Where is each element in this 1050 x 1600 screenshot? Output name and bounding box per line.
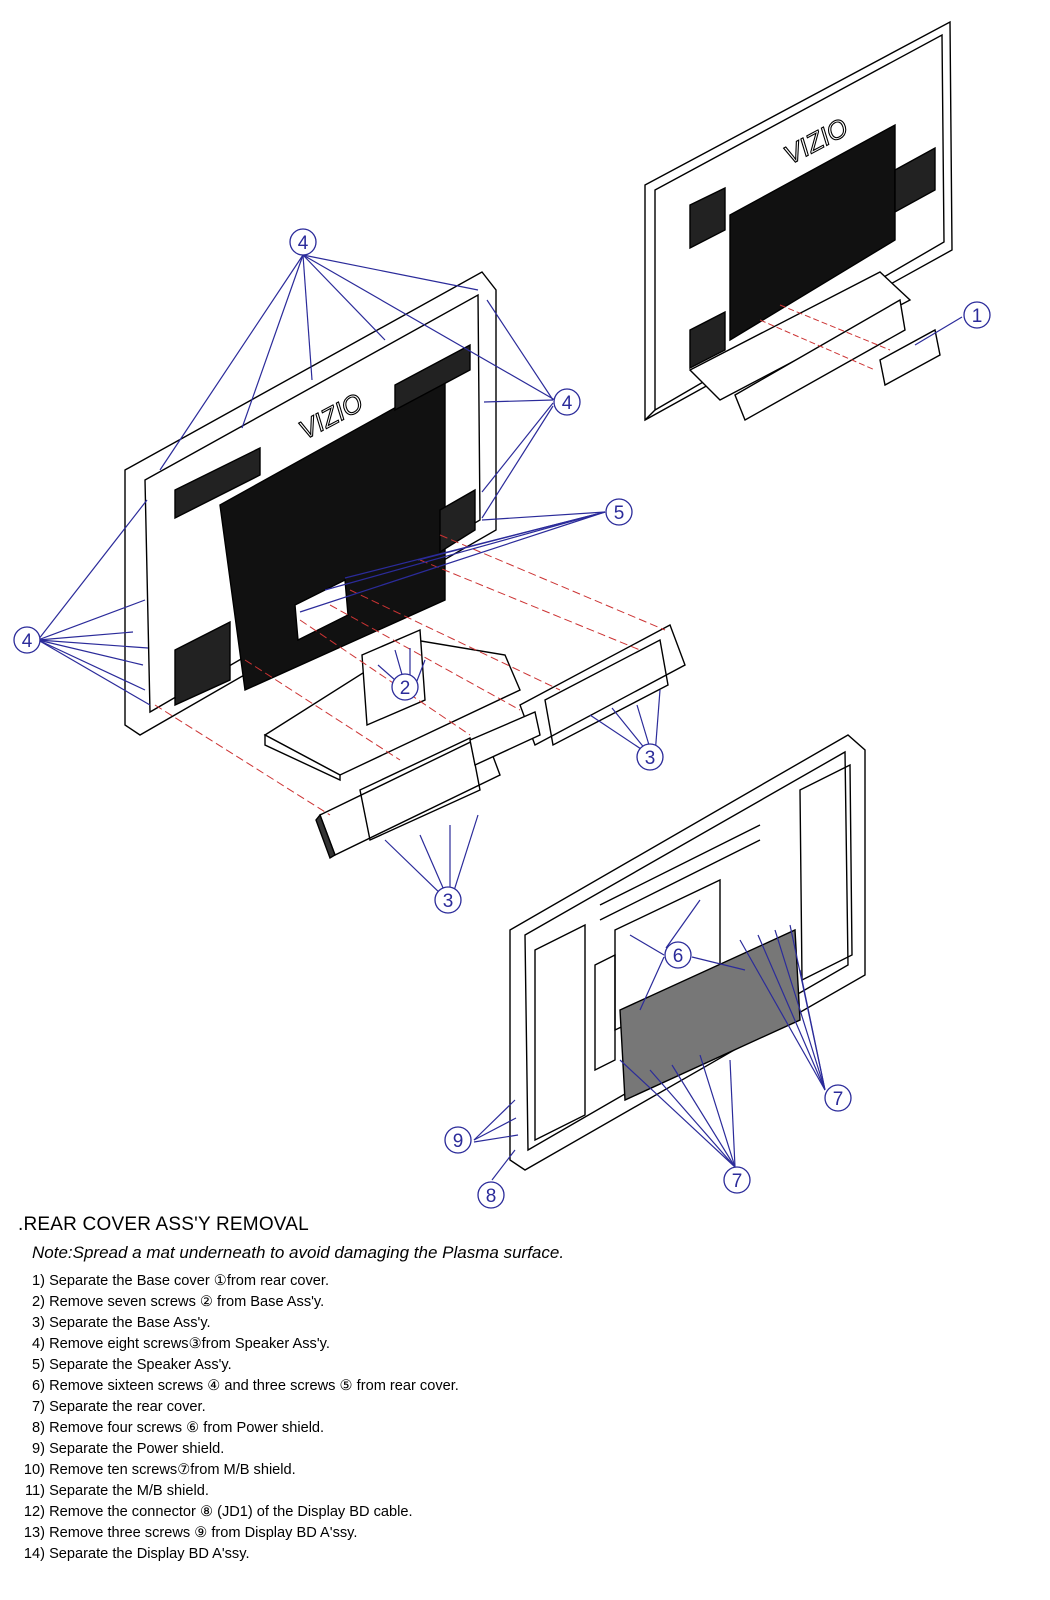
step-text: Remove three screws ⑨ from Display BD A'… xyxy=(49,1525,358,1541)
tv-rear-view-small xyxy=(644,20,953,422)
section-heading: .REAR COVER ASS'Y REMOVAL xyxy=(18,1214,309,1235)
callouts: 1 2 3 3 4 4 4 5 6 7 7 8 9 xyxy=(13,228,991,1209)
callout-4-top: 4 xyxy=(289,228,317,256)
step-number: 9) xyxy=(32,1441,45,1457)
step-number: 12) xyxy=(23,1504,45,1520)
step-number: 10) xyxy=(23,1462,45,1478)
step-item: 6) Remove sixteen screws ④ and three scr… xyxy=(18,1376,1018,1397)
safety-note: Note:Spread a mat underneath to avoid da… xyxy=(32,1243,565,1262)
step-text: Separate the Power shield. xyxy=(49,1441,225,1457)
svg-text:4: 4 xyxy=(562,393,573,414)
step-number: 8) xyxy=(32,1420,45,1436)
step-text: Separate the M/B shield. xyxy=(49,1483,209,1499)
step-text: Separate the Display BD A'ssy. xyxy=(49,1546,250,1562)
speaker-assembly xyxy=(315,624,686,860)
callout-4-right: 4 xyxy=(553,388,581,416)
svg-text:7: 7 xyxy=(732,1171,743,1192)
svg-text:2: 2 xyxy=(400,678,411,699)
step-item: 9) Separate the Power shield. xyxy=(18,1439,1018,1460)
step-text: Separate the Base Ass'y. xyxy=(49,1315,211,1331)
callout-9: 9 xyxy=(444,1126,472,1154)
step-text: Separate the Base cover ①from rear cover… xyxy=(49,1273,330,1289)
svg-text:4: 4 xyxy=(22,631,33,652)
step-item: 11) Separate the M/B shield. xyxy=(18,1481,1018,1502)
callout-3-lower: 3 xyxy=(434,886,462,914)
step-number: 3) xyxy=(32,1315,45,1331)
step-number: 1) xyxy=(32,1273,45,1289)
svg-text:1: 1 xyxy=(972,306,983,327)
callout-2: 2 xyxy=(391,673,419,701)
step-list: 1) Separate the Base cover ①from rear co… xyxy=(18,1271,1018,1565)
svg-text:6: 6 xyxy=(673,946,684,967)
step-number: 13) xyxy=(23,1525,45,1541)
svg-text:8: 8 xyxy=(486,1186,497,1207)
svg-text:9: 9 xyxy=(453,1131,464,1152)
step-text: Separate the Speaker Ass'y. xyxy=(49,1357,232,1373)
callout-6: 6 xyxy=(664,941,692,969)
step-number: 14) xyxy=(23,1546,45,1562)
step-number: 4) xyxy=(32,1336,45,1352)
callout-leaders xyxy=(37,254,963,1181)
step-number: 2) xyxy=(32,1294,45,1310)
exploded-view-diagram: VIZIO VIZIO xyxy=(13,20,991,1209)
step-text: Remove seven screws ② from Base Ass'y. xyxy=(49,1294,325,1310)
step-number: 11) xyxy=(24,1483,45,1499)
step-item: 13) Remove three screws ⑨ from Display B… xyxy=(18,1523,1018,1544)
callout-8: 8 xyxy=(477,1181,505,1209)
step-item: 12) Remove the connector ⑧ (JD1) of the … xyxy=(18,1502,1018,1523)
tv-rear-view-main xyxy=(124,271,497,736)
base-stand xyxy=(263,628,521,782)
svg-text:7: 7 xyxy=(833,1089,844,1110)
step-number: 5) xyxy=(32,1357,45,1373)
explode-lines xyxy=(154,534,666,816)
svg-text:3: 3 xyxy=(443,891,454,912)
svg-text:5: 5 xyxy=(614,503,625,524)
step-item: 7) Separate the rear cover. xyxy=(18,1397,1018,1418)
callout-5: 5 xyxy=(605,498,633,526)
step-item: 1) Separate the Base cover ①from rear co… xyxy=(18,1271,1018,1292)
callout-4-left: 4 xyxy=(13,626,41,654)
step-item: 8) Remove four screws ⑥ from Power shiel… xyxy=(18,1418,1018,1439)
step-text: Separate the rear cover. xyxy=(49,1399,206,1415)
step-item: 4) Remove eight screws③from Speaker Ass'… xyxy=(18,1334,1018,1355)
step-number: 6) xyxy=(32,1378,45,1394)
step-item: 2) Remove seven screws ② from Base Ass'y… xyxy=(18,1292,1018,1313)
removal-instructions: .REAR COVER ASS'Y REMOVAL Note:Spread a … xyxy=(18,1214,1018,1565)
step-item: 10) Remove ten screws⑦from M/B shield. xyxy=(18,1460,1018,1481)
callout-7-bottom: 7 xyxy=(723,1166,751,1194)
step-text: Remove the connector ⑧ (JD1) of the Disp… xyxy=(49,1504,413,1520)
step-text: Remove ten screws⑦from M/B shield. xyxy=(49,1462,296,1478)
step-text: Remove sixteen screws ④ and three screws… xyxy=(49,1378,459,1394)
step-item: 14) Separate the Display BD A'ssy. xyxy=(18,1544,1018,1565)
callout-7-right: 7 xyxy=(824,1084,852,1112)
svg-text:3: 3 xyxy=(645,748,656,769)
svg-text:4: 4 xyxy=(298,233,309,254)
step-item: 3) Separate the Base Ass'y. xyxy=(18,1313,1018,1334)
step-text: Remove eight screws③from Speaker Ass'y. xyxy=(49,1336,330,1352)
callout-3-upper: 3 xyxy=(636,743,664,771)
step-item: 5) Separate the Speaker Ass'y. xyxy=(18,1355,1018,1376)
step-text: Remove four screws ⑥ from Power shield. xyxy=(49,1420,325,1436)
step-number: 7) xyxy=(32,1399,45,1415)
callout-1: 1 xyxy=(963,301,991,329)
